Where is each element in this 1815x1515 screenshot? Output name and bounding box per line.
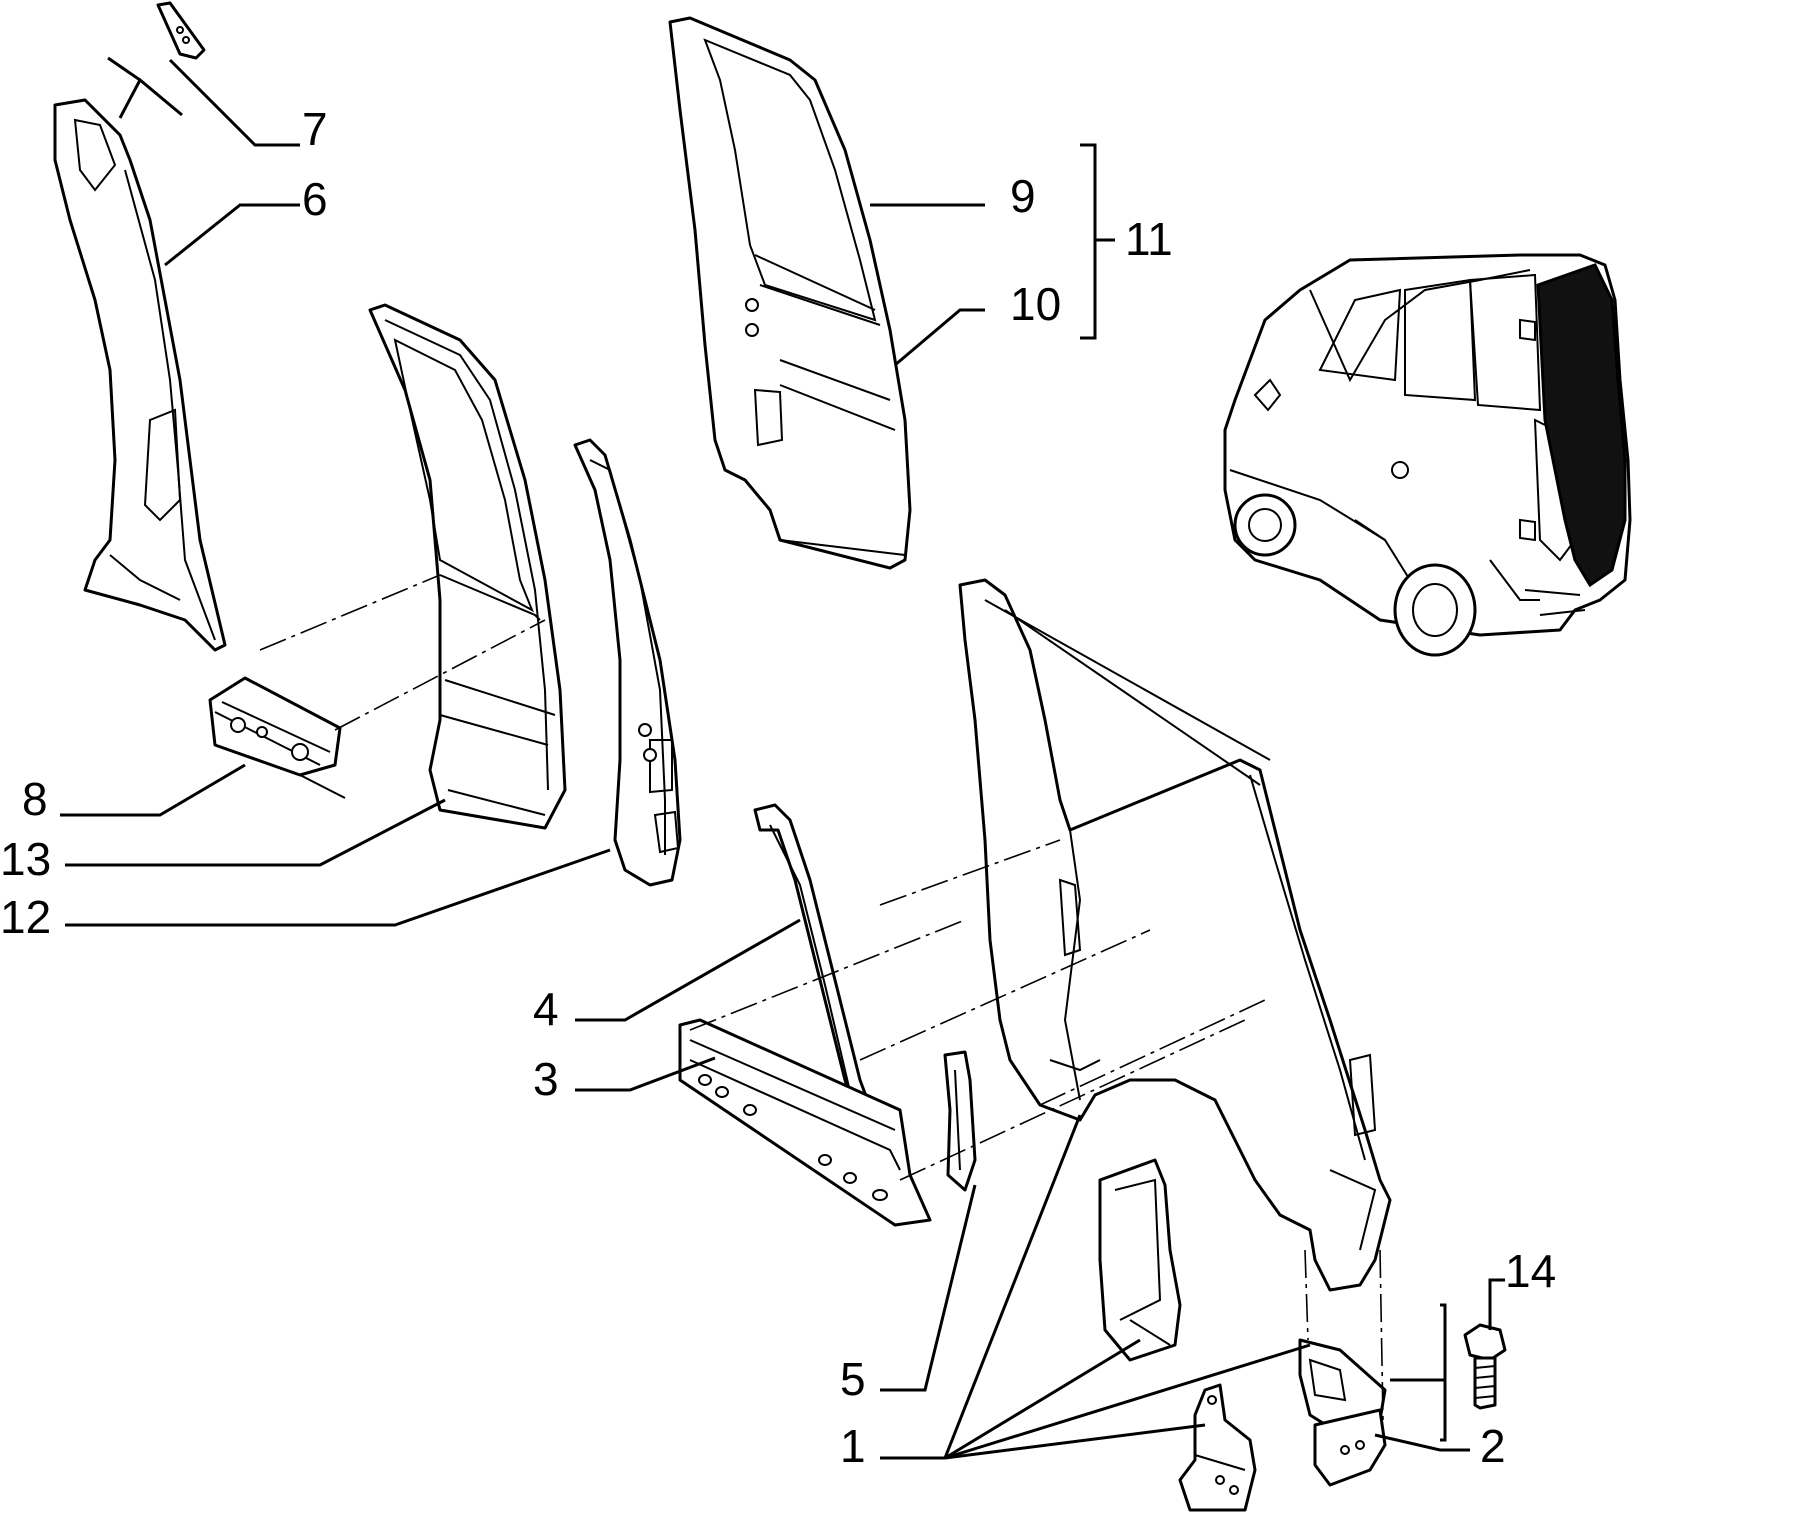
vehicle-illustration (1223, 253, 1632, 657)
part-3-sill (678, 1018, 932, 1227)
part-1-bracket-large (1098, 1158, 1182, 1362)
part-13-door-frame (368, 303, 567, 830)
part-14-bolt (1463, 1323, 1507, 1410)
callout-3: 3 (533, 1053, 559, 1105)
rear-side-panel (958, 578, 1392, 1292)
part-9-10-door-frame (668, 16, 912, 570)
callout-14: 14 (1505, 1245, 1556, 1297)
callout-7: 7 (302, 103, 328, 155)
part-1-bracket-small (1178, 1383, 1257, 1512)
part-5-reinforcement (943, 1050, 977, 1192)
callout-11: 11 (1125, 213, 1173, 265)
callout-8: 8 (22, 773, 48, 825)
part-6-pillar (53, 98, 227, 652)
part-2-bracket (1298, 1338, 1387, 1487)
callout-5: 5 (840, 1353, 866, 1405)
part-12-pillar (573, 438, 682, 887)
alignment-lines (259, 574, 1384, 1421)
callout-2: 2 (1480, 1420, 1506, 1472)
callout-6: 6 (302, 173, 328, 225)
callout-12: 12 (0, 891, 51, 943)
callout-9: 9 (1010, 170, 1036, 222)
leader-lines (60, 58, 1505, 1460)
part-7-indicator (107, 56, 183, 119)
part-8-bracket (208, 676, 346, 799)
callout-labels: 7 6 8 13 12 9 10 11 4 3 5 1 2 14 (0, 103, 1556, 1472)
callout-10: 10 (1010, 278, 1061, 330)
part-7-clip (156, 1, 206, 60)
callout-4: 4 (533, 983, 559, 1035)
callout-1: 1 (840, 1420, 866, 1472)
callout-13: 13 (0, 833, 51, 885)
